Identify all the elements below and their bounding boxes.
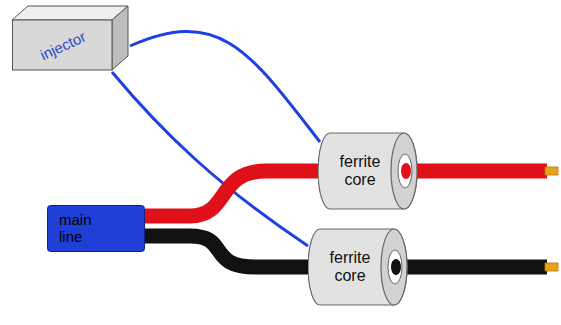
text-area: main line <box>59 207 121 250</box>
core-body <box>318 133 417 209</box>
node-label: ferrite core <box>330 153 390 188</box>
core-body <box>308 229 407 305</box>
text-area: ferrite core <box>330 140 390 202</box>
wire-section <box>391 259 401 275</box>
core-face <box>381 229 407 305</box>
black-wire <box>394 260 547 275</box>
wire-tip <box>545 263 558 271</box>
core-face <box>391 133 417 209</box>
red-wire <box>145 171 326 216</box>
box-front <box>13 20 113 70</box>
main-line-box: main line <box>47 205 145 252</box>
ferrite-core: ferrite core <box>318 132 418 210</box>
injector-box: injector <box>12 4 130 72</box>
text-area: ferrite core <box>320 236 380 298</box>
wire-section <box>401 163 411 179</box>
box-side <box>112 6 128 70</box>
text-area: injector <box>16 22 110 70</box>
node-label: injector <box>38 28 89 63</box>
ferrite-core: ferrite core <box>308 228 408 306</box>
core-hole <box>398 154 412 188</box>
node-label: ferrite core <box>320 249 380 284</box>
black-wire <box>145 236 316 267</box>
node-label: main line <box>59 212 107 245</box>
box-top <box>12 6 128 20</box>
red-wire <box>404 164 547 179</box>
core-hole <box>388 250 402 284</box>
cable-end <box>48 206 145 252</box>
wire-tip <box>545 167 558 175</box>
